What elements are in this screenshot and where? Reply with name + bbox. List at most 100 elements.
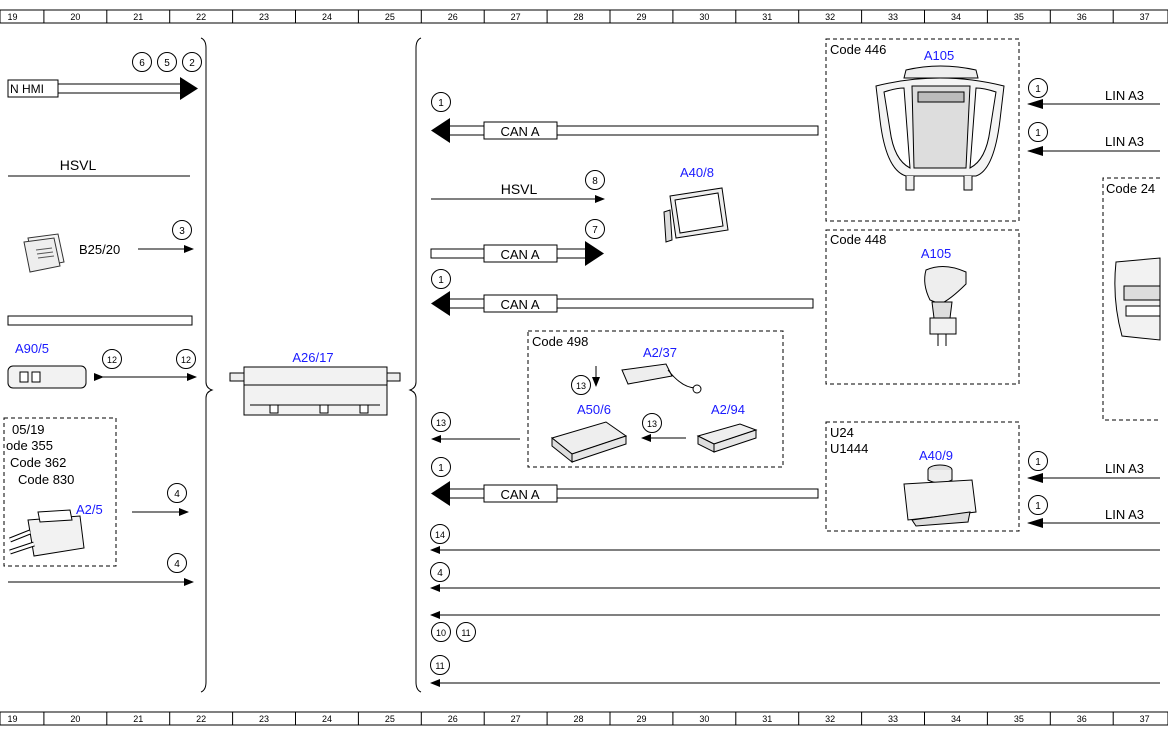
svg-text:12: 12	[107, 355, 117, 365]
svg-text:1: 1	[438, 463, 444, 474]
a2-5-label: A2/5	[76, 502, 103, 517]
circle-13a: 13	[571, 375, 591, 395]
circle-1r3: 1	[1028, 451, 1048, 471]
ruler-number: 30	[699, 714, 709, 724]
circle-12b: 12	[176, 349, 196, 369]
svg-text:11: 11	[461, 628, 470, 638]
circle-14: 14	[430, 524, 450, 544]
u24-box	[825, 421, 1020, 532]
can-a-bus-2: CAN A	[430, 241, 604, 266]
circle-10: 10	[431, 622, 451, 642]
circle-8: 8	[585, 170, 605, 190]
code-446-box	[825, 38, 1020, 222]
svg-text:LIN A3: LIN A3	[1105, 134, 1144, 149]
code-498-label: Code 498	[532, 334, 588, 349]
code-448-label: Code 448	[830, 232, 886, 247]
ruler-number: 24	[322, 714, 332, 724]
svg-text:1: 1	[1035, 128, 1041, 139]
svg-text:4: 4	[174, 559, 180, 570]
a50-6-module-icon	[550, 421, 628, 464]
svg-text:3: 3	[179, 226, 185, 237]
svg-text:11: 11	[435, 661, 444, 671]
a40-8-label: A40/8	[680, 165, 714, 180]
svg-text:2: 2	[189, 58, 195, 69]
can-a-bus-3: CAN A	[431, 291, 814, 316]
svg-text:4: 4	[437, 568, 443, 579]
ruler-number: 25	[385, 12, 395, 22]
ruler-number: 20	[70, 714, 80, 724]
code-355: ode 355	[6, 438, 53, 453]
a105-selector-lever-icon	[924, 266, 967, 346]
svg-text:6: 6	[139, 58, 145, 69]
code-830: Code 830	[18, 472, 74, 487]
ruler-number: 21	[133, 714, 143, 724]
a40-9-label: A40/9	[919, 448, 953, 463]
svg-text:CAN A: CAN A	[500, 124, 539, 139]
a40-8-display-icon	[663, 187, 729, 243]
ruler-number: 26	[448, 714, 458, 724]
bottom-ruler	[0, 711, 1168, 726]
circle-11a: 11	[456, 622, 476, 642]
b25-20-label: B25/20	[79, 242, 120, 257]
ruler-number: 27	[511, 12, 521, 22]
svg-text:7: 7	[592, 225, 598, 236]
circle-12a: 12	[102, 349, 122, 369]
ruler-number: 28	[574, 12, 584, 22]
circle-1c: 1	[431, 457, 451, 477]
svg-text:CAN A: CAN A	[500, 487, 539, 502]
lin-a3-3: LIN A3	[1027, 461, 1160, 483]
ruler-number: 35	[1014, 12, 1024, 22]
lin-a3-4: LIN A3	[1027, 507, 1160, 528]
ruler-number: 36	[1077, 714, 1087, 724]
ruler-number: 33	[888, 714, 898, 724]
ruler-number: 31	[762, 12, 772, 22]
circle-1r1: 1	[1028, 78, 1048, 98]
a2-94-label: A2/94	[711, 402, 745, 417]
svg-text:1: 1	[1035, 501, 1041, 512]
ruler-number: 23	[259, 714, 269, 724]
a105-label-2: A105	[921, 246, 951, 261]
ruler-number: 24	[322, 12, 332, 22]
top-ruler	[0, 9, 1168, 24]
ruler-number: 29	[636, 714, 646, 724]
ruler-number: 32	[825, 714, 835, 724]
left-bracket	[200, 37, 214, 693]
a40-9-controller-icon	[903, 464, 977, 527]
ruler-number: 20	[70, 12, 80, 22]
code-24x-label: Code 24	[1106, 181, 1155, 196]
a26-17-unit-icon	[229, 366, 401, 416]
ruler-number: 19	[7, 714, 17, 724]
svg-text:LIN A3: LIN A3	[1105, 507, 1144, 522]
svg-text:1: 1	[438, 98, 444, 109]
circle-7: 7	[585, 219, 605, 239]
code-24x-box	[1102, 177, 1160, 421]
svg-text:10: 10	[436, 628, 446, 638]
ruler-number: 19	[7, 12, 17, 22]
a26-17-label: A26/17	[292, 350, 333, 365]
svg-text:8: 8	[592, 176, 598, 187]
circle-2: 2	[182, 52, 202, 72]
svg-text:5: 5	[164, 58, 170, 69]
ruler-number: 37	[1140, 714, 1150, 724]
hsvl-mid-label: HSVL	[501, 181, 538, 197]
ruler-number: 32	[825, 12, 835, 22]
circle-11b: 11	[430, 655, 450, 675]
ruler-number: 30	[699, 12, 709, 22]
can-a-bus-4: CAN A	[431, 481, 819, 506]
u1444-label: U1444	[830, 441, 868, 456]
circle-4c: 4	[430, 562, 450, 582]
circle-4b: 4	[167, 553, 187, 573]
a2-37-key-icon	[621, 363, 702, 394]
ruler-number: 34	[951, 12, 961, 22]
ruler-number: 23	[259, 12, 269, 22]
ruler-number: 33	[888, 12, 898, 22]
svg-text:LIN A3: LIN A3	[1105, 461, 1144, 476]
lin-a3-2: LIN A3	[1027, 134, 1160, 156]
svg-text:CAN A: CAN A	[500, 297, 539, 312]
svg-text:14: 14	[435, 530, 445, 540]
circle-3: 3	[172, 220, 192, 240]
a2-5-connector-icon	[9, 509, 85, 557]
ruler-number: 29	[636, 12, 646, 22]
ruler-number: 27	[511, 714, 521, 724]
a2-94-module-icon	[696, 423, 758, 453]
